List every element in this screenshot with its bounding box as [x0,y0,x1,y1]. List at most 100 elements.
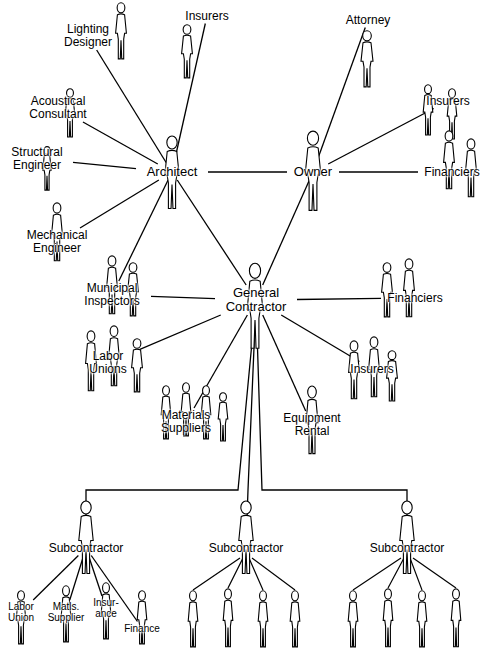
role-name: Insurers [177,10,237,23]
person-figure [417,591,427,647]
role-name: Financiers [419,166,485,179]
relation-line [194,315,247,408]
role-name: Subcontractor [201,542,291,555]
person-figure [239,501,253,573]
role-label: Insurers [177,10,237,23]
role-name: Lighting Designer [56,23,120,49]
role-name: Labor Unions [83,350,133,376]
role-label: General Contractor [216,286,296,314]
relation-line [80,180,159,228]
relation-line [316,28,365,165]
role-name: Insur- ance [86,597,126,619]
relation-line [208,171,287,172]
role-label: Insur- ance [86,597,126,619]
role-name: Labor Union [1,601,41,623]
relation-line [297,298,381,299]
relation-line [119,180,168,281]
relation-line [89,556,103,597]
role-label: Municipal Inspectors [74,282,150,308]
role-label: Labor Unions [83,350,133,376]
person-figure [444,131,455,189]
role-label: Insurers [342,363,402,376]
person-figure [258,591,268,647]
role-label: Subcontractor [41,542,131,555]
role-name: Finance [119,623,165,634]
person-figure [400,501,414,573]
role-name: Insurers [418,95,478,108]
role-label: Equipment Rental [279,412,345,438]
relation-line [70,556,84,601]
person-figure [361,31,373,87]
role-label: Financiers [419,166,485,179]
role-name: Municipal Inspectors [74,282,150,308]
role-label: Finance [119,623,165,634]
role-label: Labor Union [1,601,41,623]
relation-line [246,315,255,541]
role-name: Materials Suppliers [151,409,221,435]
relation-line [83,122,158,164]
leader-line [410,558,422,590]
relation-line [33,556,78,601]
role-name: Architect [137,165,207,179]
role-label: Mechanical Engineer [19,229,95,255]
relation-line [256,315,407,541]
leader-line [228,558,243,588]
role-label: Matls. Supplier [41,601,91,623]
role-name: Structural Engineer [2,146,72,172]
role-name: General Contractor [216,286,296,314]
relation-line [73,162,136,168]
person-figure [223,589,233,647]
leader-line [388,558,404,588]
role-label: Lighting Designer [56,23,120,49]
leader-line [193,558,240,590]
role-label: Subcontractor [201,542,291,555]
person-figure [348,591,358,647]
role-label: Owner [288,165,338,179]
relation-line [174,24,206,165]
relation-line [151,296,215,298]
leader-line [353,558,401,590]
relation-line [263,315,306,411]
person-figure [290,591,300,647]
role-label: Structural Engineer [2,146,72,172]
person-figure [137,591,147,644]
role-label: Materials Suppliers [151,409,221,435]
role-label: Attorney [338,14,398,27]
leader-line [249,558,263,590]
relation-line [86,315,255,541]
relation-line [281,315,359,362]
person-figure [132,339,143,392]
role-label: Financiers [382,292,448,305]
person-figure [79,501,93,573]
role-label: Architect [137,165,207,179]
role-name: Subcontractor [362,542,452,555]
role-name: Mechanical Engineer [19,229,95,255]
relation-line [134,315,221,352]
person-figure [218,393,228,441]
relation-line [263,180,310,285]
role-name: Insurers [342,363,402,376]
relation-line [339,171,418,172]
role-name: Equipment Rental [279,412,345,438]
person-figure [387,351,398,401]
role-label: Acoustical Consultant [18,95,98,121]
role-name: Acoustical Consultant [18,95,98,121]
person-figure [451,589,461,647]
role-name: Attorney [338,14,398,27]
person-figure [382,263,393,317]
role-label: Subcontractor [362,542,452,555]
person-figure [383,589,393,647]
role-name: Matls. Supplier [41,601,91,623]
leader-line [252,558,295,590]
role-label: Insurers [418,95,478,108]
person-figure [404,259,415,317]
relation-line [328,109,434,165]
person-figure [188,591,198,647]
role-name: Subcontractor [41,542,131,555]
role-name: Financiers [382,292,448,305]
leader-line [413,558,456,588]
relation-line [177,180,246,285]
person-figure [182,25,193,78]
relation-line [97,50,167,164]
person-figure [423,85,433,135]
